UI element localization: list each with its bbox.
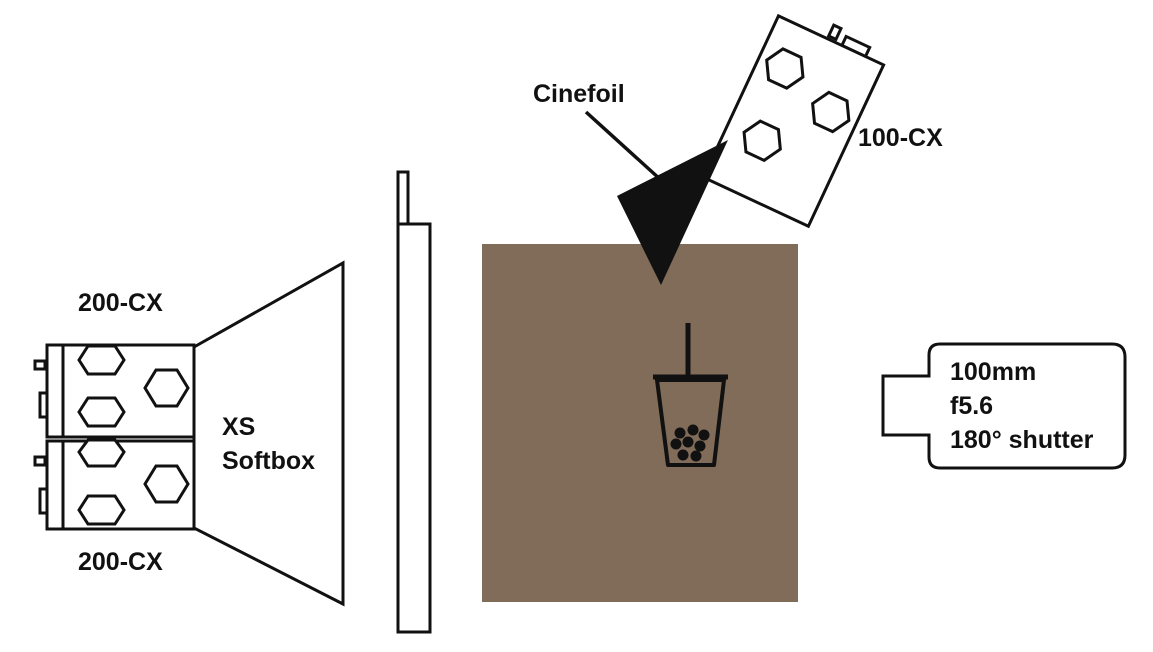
label-light-200cx-top: 200-CX [78, 289, 163, 317]
cinefoil-pointer [584, 110, 674, 192]
softbox [192, 260, 345, 607]
label-cinefoil: Cinefoil [533, 80, 625, 108]
label-light-200cx-bottom: 200-CX [78, 548, 163, 576]
light-200cx-bottom [33, 438, 196, 531]
bubble-tea-cup-icon [653, 323, 728, 467]
label-softbox-line1: XS [222, 413, 255, 441]
light-200cx-top [33, 343, 196, 439]
label-camera-aperture: f5.6 [950, 392, 993, 420]
diffusion-panel [396, 170, 432, 634]
backdrop [482, 244, 798, 602]
label-softbox-line2: Softbox [222, 447, 315, 475]
cinefoil [617, 140, 728, 285]
camera-icon [881, 342, 1127, 470]
light-100cx [701, 13, 886, 229]
label-camera-shutter: 180° shutter [950, 426, 1094, 454]
label-camera-lens: 100mm [950, 358, 1036, 386]
label-light-100cx: 100-CX [858, 124, 943, 152]
